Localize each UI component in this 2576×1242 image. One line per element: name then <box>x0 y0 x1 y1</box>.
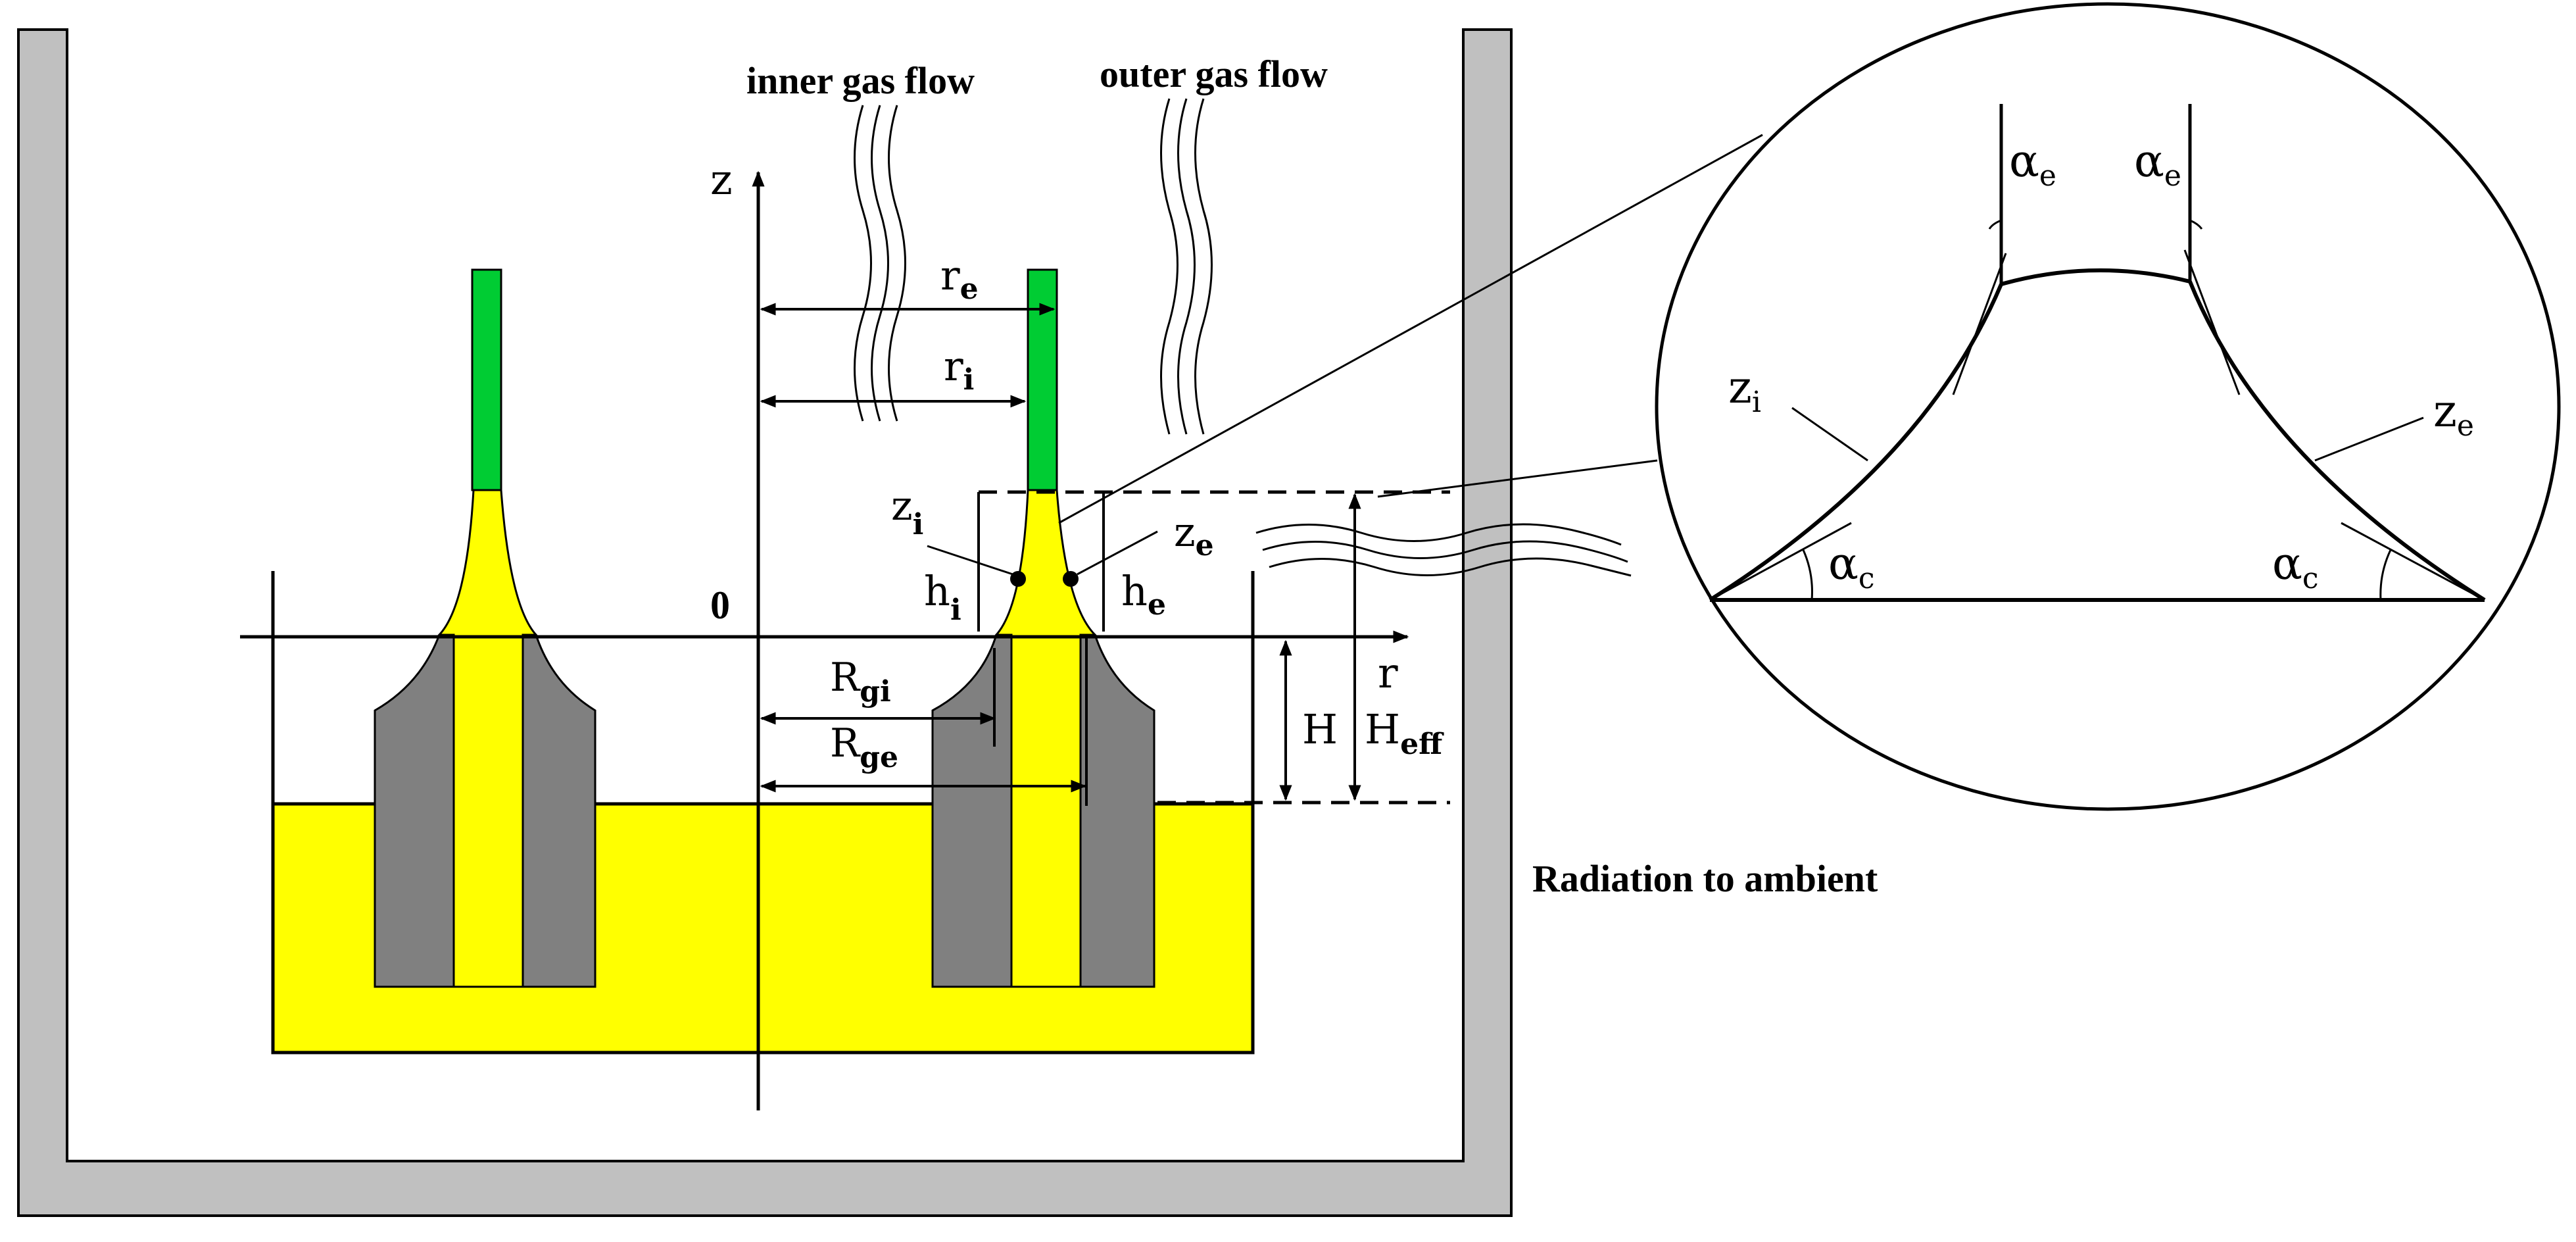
outer-gas-flow-label: outer gas flow <box>1100 53 1328 95</box>
outer-gas-flow-wave-1 <box>1160 98 1179 435</box>
z-e-label: ze <box>1174 508 1214 562</box>
z-i-leader <box>927 545 1013 576</box>
inner-gas-flow-wave-2 <box>871 105 889 422</box>
inset-magnifier-circle <box>1655 2 2561 811</box>
inner-gas-flow-wave-3 <box>888 105 906 422</box>
inset-alpha-e-left-label: αe <box>2009 136 2056 193</box>
die-right-inner-part <box>931 633 1013 988</box>
inset-alpha-c-right-label: αc <box>2272 538 2319 595</box>
meniscus-point-outer <box>1063 571 1079 587</box>
inset-z-i-label: zi <box>1728 362 1761 419</box>
inset-alpha-c-left-label: αc <box>1828 538 1875 595</box>
inset-alpha-e-right-label: αe <box>2134 136 2181 193</box>
inset-connector-top <box>1058 134 1763 524</box>
inset-tangent-alpha-c-right <box>2341 522 2485 601</box>
z-i-label: zi <box>891 482 923 541</box>
inset-angle-arc-e-left <box>1988 219 2002 230</box>
inset-meniscus-detail <box>1709 104 2486 602</box>
inset-meniscus-outer <box>2188 280 2486 602</box>
z-e-leader <box>1077 530 1158 576</box>
inset-angle-arc-c-left <box>1802 549 1813 601</box>
radiation-wave-1 <box>1255 523 1622 546</box>
inset-z-e-leader <box>2314 416 2424 462</box>
furnace-wall <box>17 28 1513 1217</box>
radiation-wave-3 <box>1269 557 1632 577</box>
r-i-label: ri <box>944 342 974 397</box>
inner-gas-flow-label: inner gas flow <box>746 59 975 102</box>
inset-z-i-leader <box>1791 407 1868 462</box>
outer-gas-flow-wave-2 <box>1177 98 1196 435</box>
inset-angle-arc-c-right <box>2379 549 2392 601</box>
die-left-inner-part <box>374 633 455 988</box>
r-gi-label: Rgi <box>830 655 891 708</box>
h-label: H <box>1302 705 1338 753</box>
meniscus-left <box>437 489 539 988</box>
h-eff-label: Heff <box>1365 705 1444 761</box>
meniscus-right <box>994 489 1098 988</box>
r-axis-label: r <box>1378 649 1398 698</box>
inset-tangent-alpha-c-left <box>1709 522 1852 601</box>
h-e-label: he <box>1121 567 1166 622</box>
inset-connector-bottom <box>1377 459 1658 498</box>
radiation-label: Radiation to ambient <box>1532 857 1878 900</box>
crystal-left <box>471 268 502 491</box>
r-e-label: re <box>940 251 979 306</box>
die-left-outer-part <box>522 633 596 988</box>
inner-gas-flow-wave-1 <box>854 105 872 422</box>
inset-z-e-label: ze <box>2433 385 2474 443</box>
crystal-right <box>1027 268 1058 491</box>
inset-meniscus-inner <box>1709 283 2003 602</box>
r-ge-label: Rge <box>830 720 898 774</box>
origin-label: 0 <box>710 584 730 627</box>
z-axis-label: z <box>710 156 733 205</box>
inset-angle-arc-e-right <box>2189 219 2203 230</box>
inset-crystal-interface <box>2001 268 2191 286</box>
outer-gas-flow-wave-3 <box>1194 98 1213 435</box>
h-i-label: hi <box>924 567 961 627</box>
die-right-outer-part <box>1079 633 1155 988</box>
meniscus-point-inner <box>1010 571 1026 587</box>
inset-tangent-alpha-e-left <box>1952 253 2007 395</box>
radiation-wave-2 <box>1262 540 1628 563</box>
inset-tangent-alpha-e-right <box>2183 249 2241 395</box>
